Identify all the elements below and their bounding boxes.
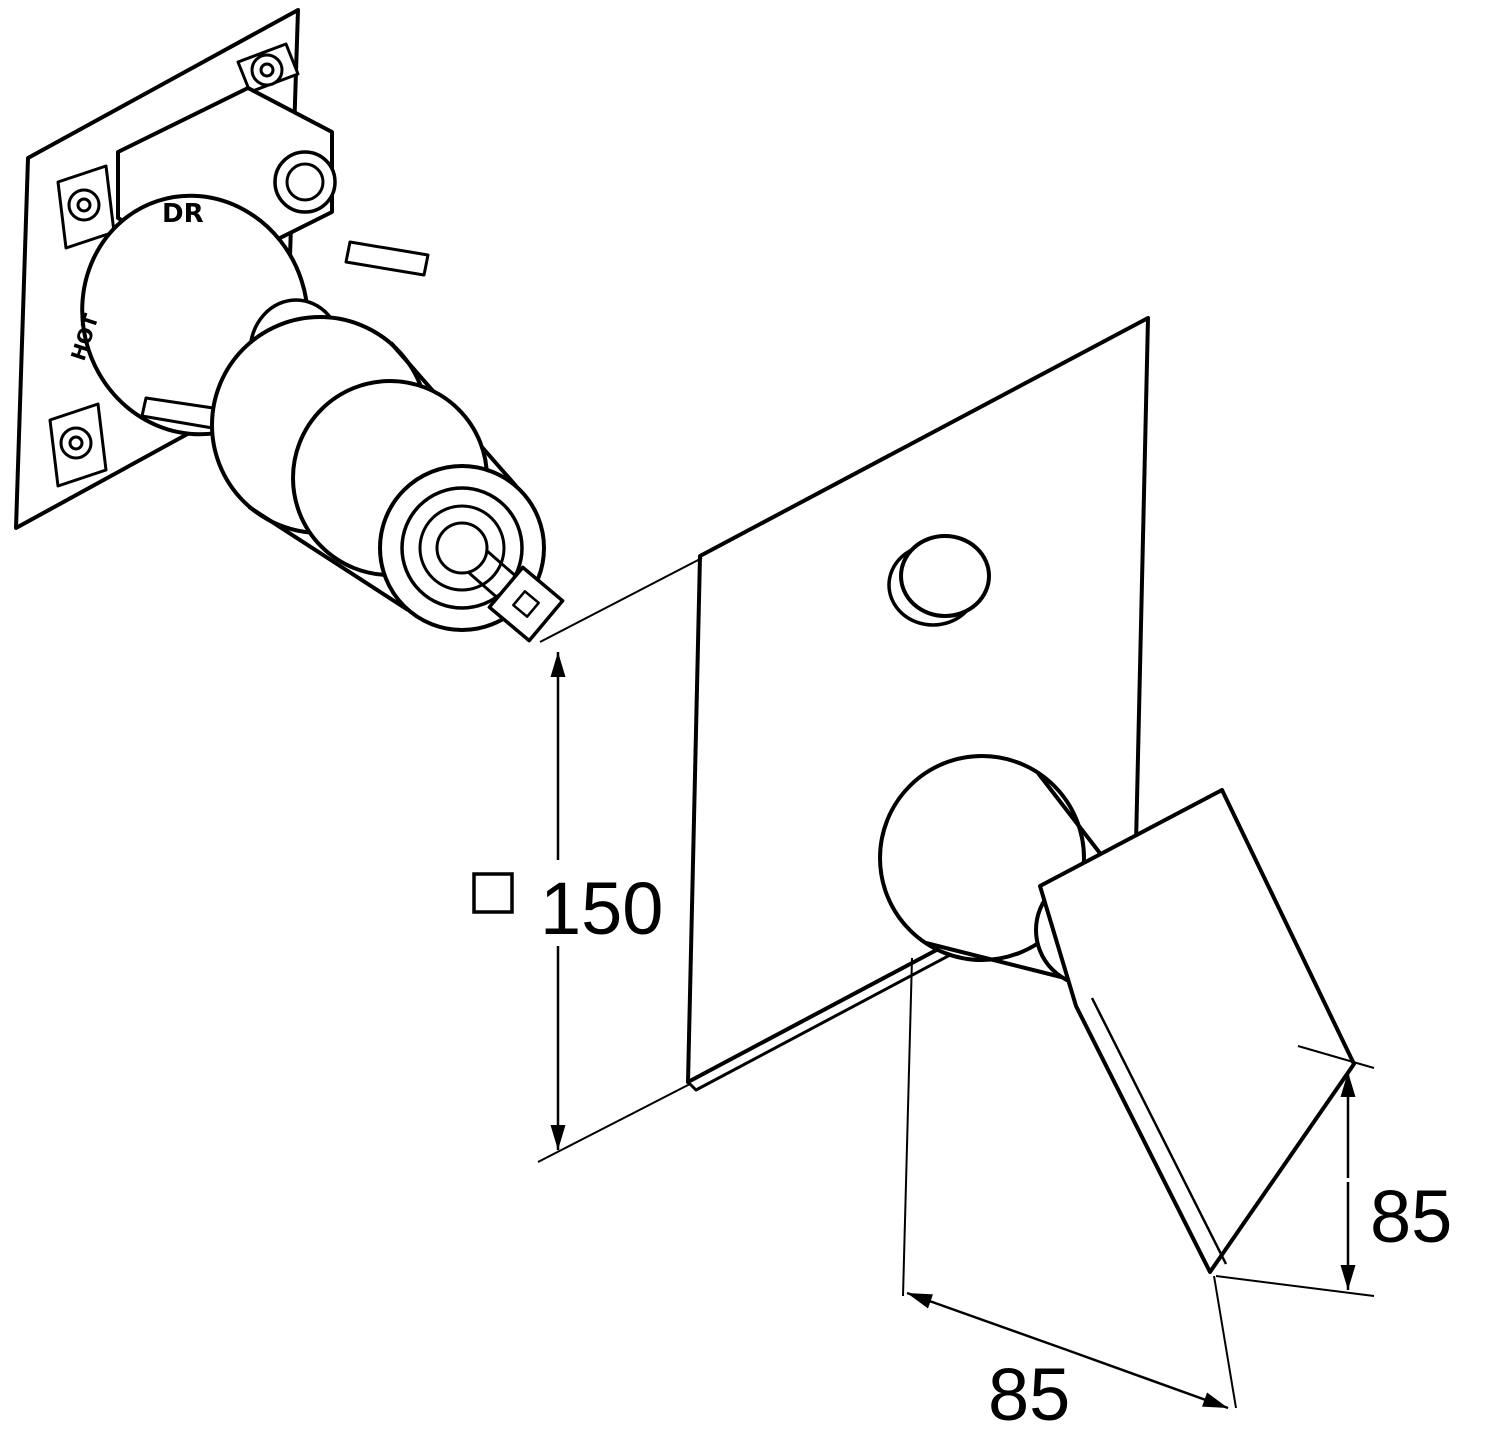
dimension-label-85-height: 85 (1370, 1175, 1452, 1258)
valve-marking-dr: DR (162, 199, 204, 229)
dimension-plate-150: 150 (472, 557, 703, 1163)
mounting-screws (48, 42, 300, 488)
cartridge-spindle (487, 565, 565, 643)
dimension-label-85-width: 85 (988, 1353, 1070, 1436)
shutoff-lever (344, 240, 430, 277)
dimension-lever-width-85: 85 (902, 957, 1237, 1436)
lever-handle (1038, 788, 1356, 1274)
lever-handle-edge (1090, 997, 1228, 1265)
concealed-valve-assembly: DR HOT (14, 8, 565, 643)
diverter-button (899, 534, 991, 618)
square-symbol-icon (472, 872, 514, 914)
handle-base (878, 754, 1086, 962)
faceplate-assembly (686, 316, 1356, 1274)
dimension-lever-height-85: 85 (1215, 1045, 1452, 1297)
dimension-label-150: 150 (540, 867, 663, 950)
dimensions: 150 85 85 (472, 557, 1452, 1436)
